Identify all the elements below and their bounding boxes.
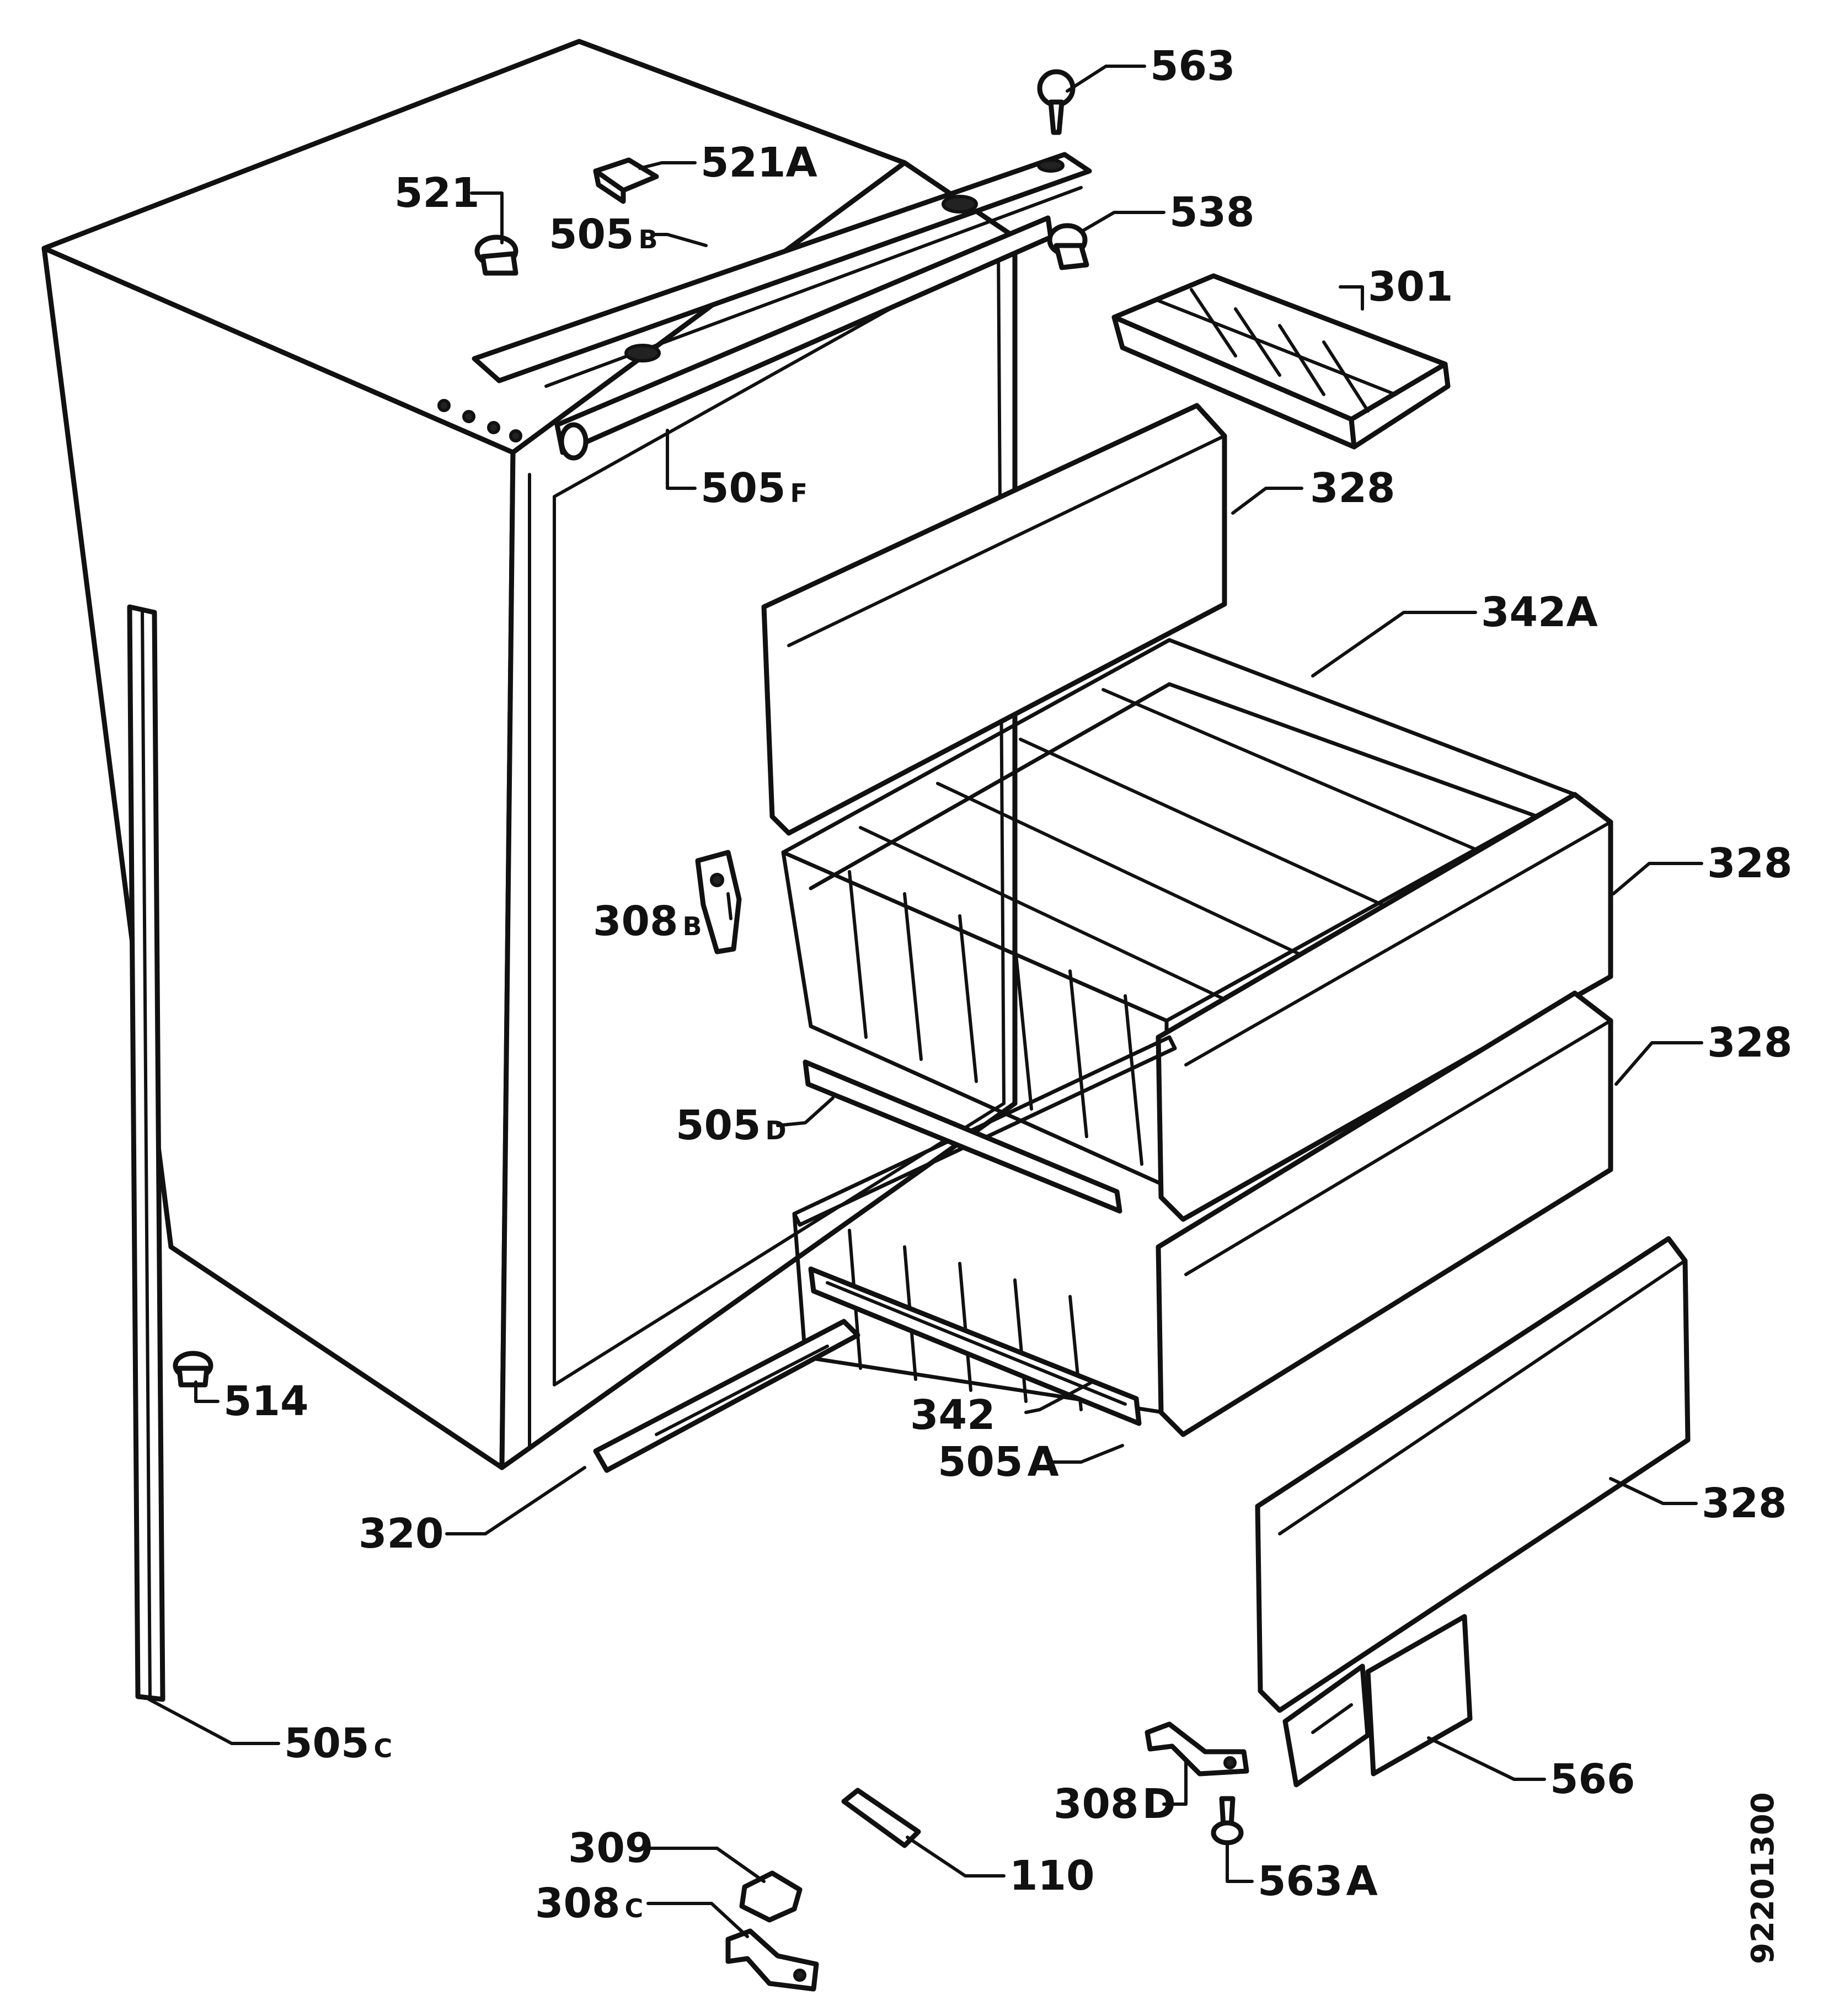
label-328-top: 328 [1310, 465, 1395, 512]
guide-strip-505d [803, 1059, 1122, 1214]
label-328-bottom: 328 [1702, 1480, 1787, 1527]
flap-328-bottom [1255, 1236, 1691, 1713]
label-110: 110 [1009, 1852, 1094, 1900]
pin-110 [841, 1788, 921, 1848]
flap-328-second [1156, 792, 1613, 1222]
flap-328-top [761, 403, 1227, 836]
label-342: 342 [910, 1391, 995, 1439]
label-566: 566 [1550, 1756, 1635, 1803]
bracket-308b [695, 850, 742, 954]
hinge-pin-538 [1047, 223, 1089, 270]
block-309 [739, 1870, 803, 1923]
label-514: 514 [223, 1378, 308, 1425]
label-342a: 342A [1481, 589, 1598, 636]
label-320: 320 [359, 1510, 443, 1558]
label-538: 538 [1169, 189, 1254, 236]
basket-342a [781, 638, 1577, 1188]
bottom-strip-505a [808, 1266, 1142, 1426]
label-563: 563 [1150, 42, 1235, 90]
document-number: 92201300 [1745, 1792, 1781, 1964]
bottom-rail-320 [593, 1319, 860, 1473]
screw-563 [1037, 69, 1076, 135]
bracket-308d [1145, 1721, 1249, 1777]
top-hinge-plate-505b [472, 152, 1092, 388]
label-328-second: 328 [1707, 840, 1792, 887]
flap-328-third [1156, 990, 1613, 1437]
cap-521 [474, 234, 518, 276]
label-328-third: 328 [1707, 1019, 1792, 1066]
ice-tray-301 [1111, 273, 1451, 450]
foot-514 [173, 1351, 213, 1388]
leader-lines [147, 65, 1703, 1938]
latch-566 [1282, 1614, 1473, 1788]
label-521a: 521A [701, 139, 817, 186]
label-301: 301 [1368, 263, 1453, 311]
bracket-308c [725, 1928, 819, 1992]
screw-563a [1211, 1796, 1244, 1846]
label-309: 309 [568, 1825, 653, 1872]
label-563a: 563A [1258, 1858, 1378, 1905]
label-308d: 308D [1054, 1780, 1176, 1828]
label-521: 521 [394, 169, 479, 217]
door-seal-strip-505c [127, 604, 165, 1702]
cabinet-body [41, 39, 1018, 1470]
